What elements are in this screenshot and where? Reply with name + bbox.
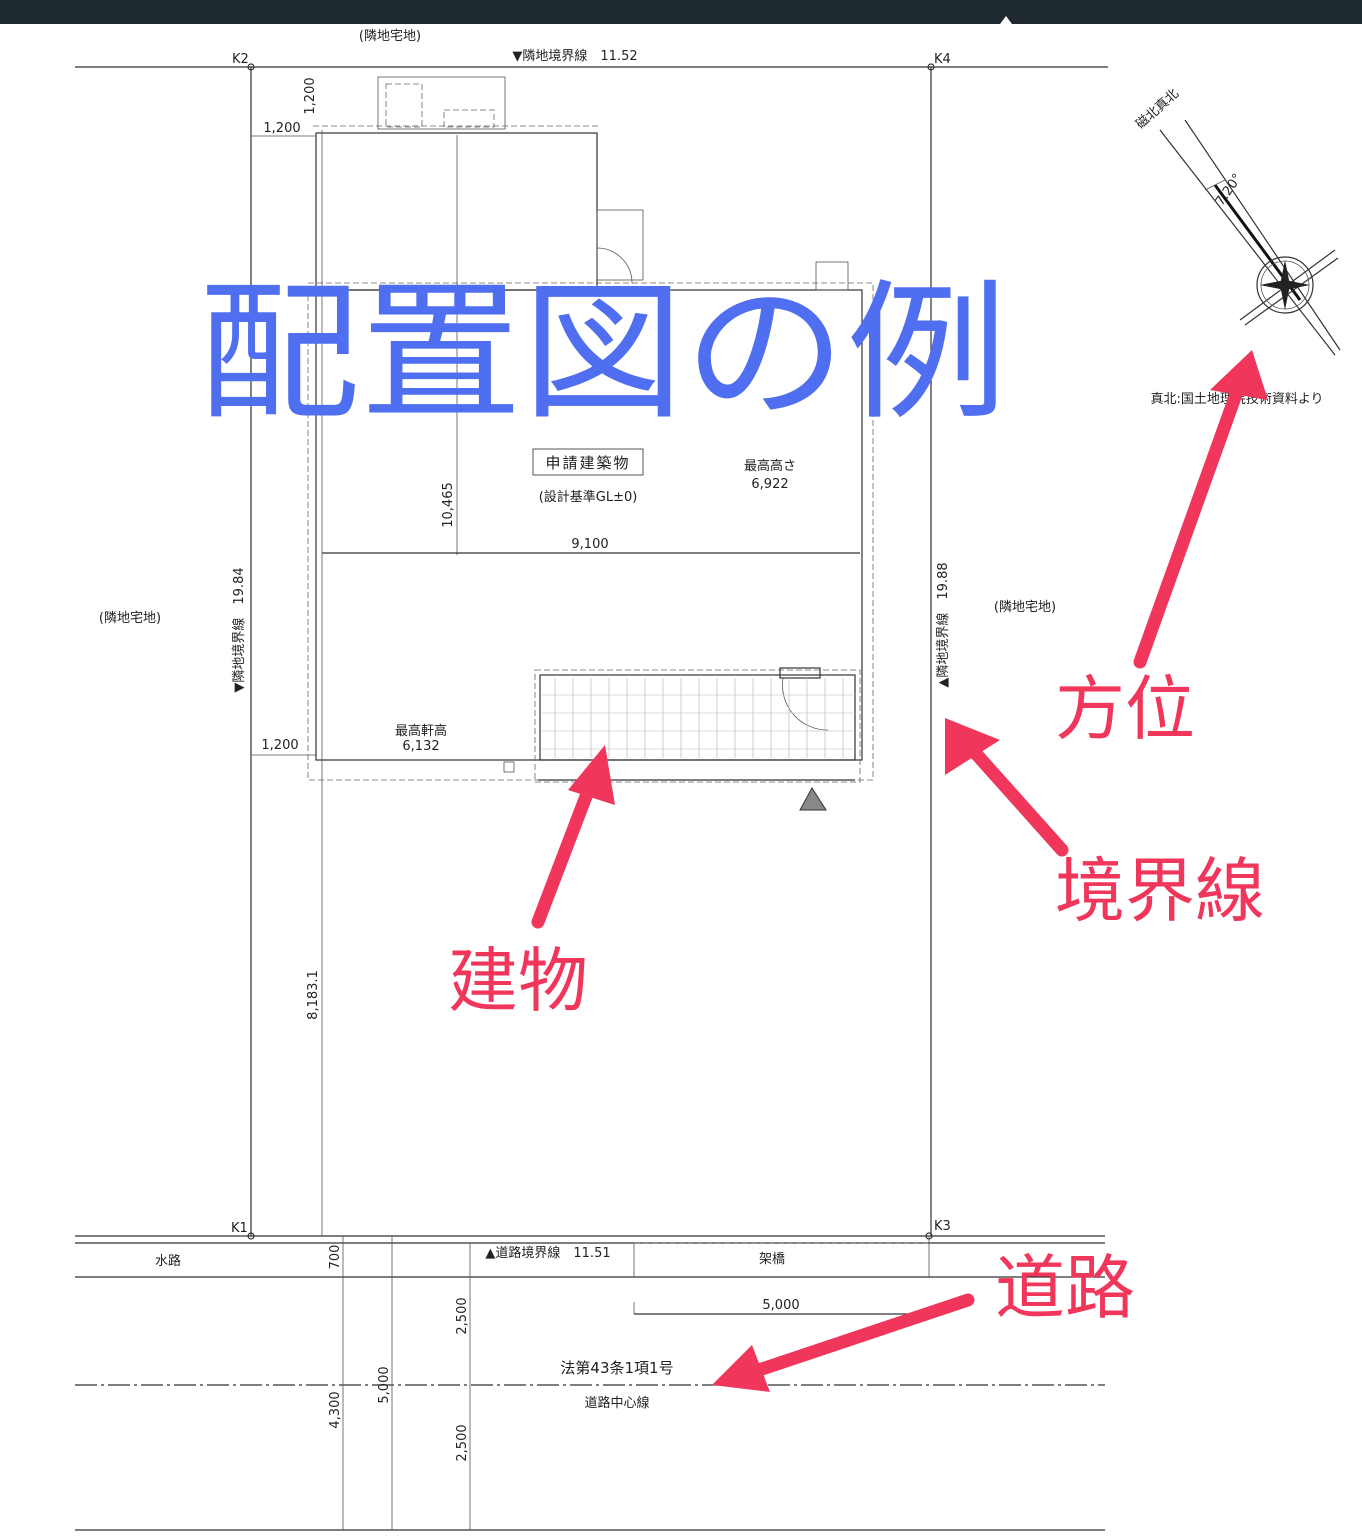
compass-label: 磁北真北 <box>1133 86 1182 132</box>
building-label-box <box>532 448 644 476</box>
building-label: 申請建築物 <box>545 454 630 472</box>
annotation-building: 建物 <box>448 940 588 1022</box>
top-notch <box>1000 16 1012 24</box>
max-height-value: 6,922 <box>751 477 788 492</box>
marker-k3: K3 <box>934 1219 951 1234</box>
max-eave-label: 最高軒高 <box>395 723 447 739</box>
marker-k2: K2 <box>232 52 249 67</box>
dim-depth: 10,465 <box>441 482 456 528</box>
entrance-triangle-icon <box>799 787 827 811</box>
orientation-arrow <box>1133 368 1250 669</box>
neighbor-left-label: (隣地宅地) <box>99 610 161 626</box>
boundary-arrowhead <box>945 718 1000 775</box>
dim-bridge-width: 5,000 <box>762 1298 799 1313</box>
dim-waterway: 700 <box>328 1245 343 1270</box>
dim-bottom-offset-h: 1,200 <box>261 738 298 753</box>
dim-width: 9,100 <box>571 537 608 552</box>
boundary-right-label: ▲隣地境界線 19.88 <box>935 562 951 687</box>
boundary-left-label: ▼隣地境界線 19.84 <box>231 567 247 692</box>
north-compass-icon <box>1159 119 1341 356</box>
road-arrowhead <box>712 1345 770 1392</box>
neighbor-right-label: (隣地宅地) <box>994 599 1056 615</box>
annotation-orientation: 方位 <box>1055 668 1195 750</box>
road-lines <box>342 1236 930 1530</box>
dim-road-to-center: 4,300 <box>328 1391 343 1428</box>
neighbor-top-label: (隣地宅地) <box>359 28 421 44</box>
road-centerline-label: 道路中心線 <box>584 1395 649 1411</box>
boundary-road-label: ▲道路境界線 11.51 <box>485 1245 610 1261</box>
dim-road-half-top: 2,500 <box>455 1297 470 1334</box>
bridge-label: 架橋 <box>759 1252 785 1267</box>
boundary-arrow <box>955 731 1069 857</box>
dim-top-offset-v: 1,200 <box>303 77 318 114</box>
road-law-label: 法第43条1項1号 <box>560 1359 673 1377</box>
waterway-label: 水路 <box>155 1253 181 1269</box>
dim-setback: 8,183.1 <box>306 970 321 1020</box>
dim-road-half-bottom: 2,500 <box>455 1424 470 1461</box>
deck-grid <box>542 678 853 758</box>
max-height-label: 最高高さ <box>744 458 796 474</box>
annotation-arrows <box>531 350 1268 1392</box>
marker-k4: K4 <box>934 52 951 67</box>
road-arrow <box>728 1293 975 1385</box>
top-edge-bar <box>0 0 1362 24</box>
dim-road-total: 5,000 <box>377 1366 392 1403</box>
annotation-boundary: 境界線 <box>1055 850 1265 932</box>
marker-k1: K1 <box>231 1221 248 1236</box>
annotation-road: 道路 <box>995 1247 1135 1329</box>
max-eave-value: 6,132 <box>402 739 439 754</box>
building-gl: (設計基準GL±0) <box>539 489 638 505</box>
boundary-top-label: ▼隣地境界線 11.52 <box>512 48 637 64</box>
building-outline <box>251 76 874 1236</box>
site-boundary <box>75 63 1108 1531</box>
overlay-title: 配置図の例 <box>198 267 1008 441</box>
orientation-arrowhead <box>1210 350 1268 400</box>
building-arrowhead <box>568 745 615 805</box>
dim-top-offset-h: 1,200 <box>263 121 300 136</box>
